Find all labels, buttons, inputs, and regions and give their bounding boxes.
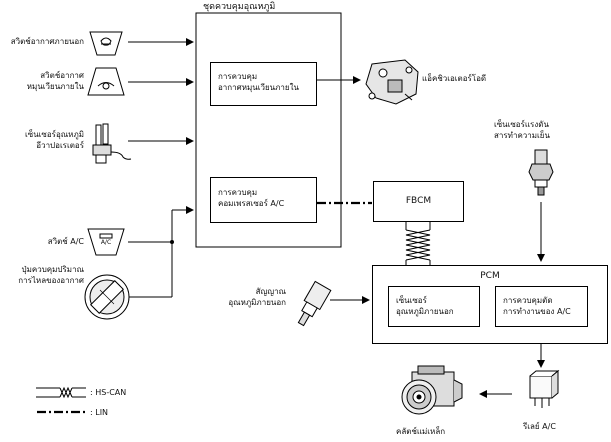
recirc-control-box: การควบคุม อากาศหมุนเวียนภายใน <box>210 62 317 106</box>
ambient-switch-label: สวิตช์อากาศภายนอก <box>10 37 84 46</box>
recirc-control-line1: การควบคุม <box>218 72 258 81</box>
pressure-sensor-label-line2: สารทำความเย็น <box>494 131 550 140</box>
actuator-label: แอ็คชิวเอเตอร์โอดี <box>422 74 487 83</box>
junction-dot <box>170 240 174 244</box>
fbcm-label: FBCM <box>405 196 432 206</box>
pressure-sensor-label-line1: เซ็นเซอร์แรงดัน <box>494 120 549 129</box>
actuator-icon <box>365 59 419 105</box>
fbcm-box: FBCM <box>373 181 464 222</box>
compressor-clutch-icon <box>401 365 463 415</box>
ac-cutoff-control-box: การควบคุมตัด การทำงานของ A/C <box>495 286 588 327</box>
airflow-knob-icon <box>84 274 130 320</box>
clutch-label: คลัตช์แม่เหล็ก <box>396 427 446 436</box>
recirc-control-line2: อากาศหมุนเวียนภายใน <box>218 83 299 92</box>
relay-icon <box>529 369 560 408</box>
ac-switch-face-text: A/C <box>100 239 112 246</box>
evap-sensor-label-line1: เซ็นเซอร์อุณหภูมิ <box>25 130 84 139</box>
ambient-sensor-icon <box>297 280 332 327</box>
legend-lin-label: : LIN <box>90 408 109 417</box>
ambient-signal-label-line2: อุณหภูมิภายนอก <box>228 298 286 307</box>
compressor-control-box: การควบคุม คอมเพรสเซอร์ A/C <box>210 177 317 223</box>
control-unit-title: ชุดควบคุมอุณหภูมิ <box>203 2 276 12</box>
recirc-switch-label-line1: สวิตช์อากาศ <box>40 71 84 80</box>
pcm-title: PCM <box>480 271 500 281</box>
recirc-switch-label-line2: หมุนเวียนภายใน <box>26 82 84 91</box>
legend-hs-can-label: : HS-CAN <box>90 388 127 397</box>
compressor-control-line1: การควบคุม <box>218 188 258 197</box>
ac-cutoff-control-line1: การควบคุมตัด <box>503 296 553 305</box>
pcm-box: PCM เซ็นเซอร์ อุณหภูมิภายนอก การควบคุมตั… <box>372 265 608 344</box>
compressor-control-line2: คอมเพรสเซอร์ A/C <box>218 199 285 208</box>
recirc-switch-icon <box>87 67 125 96</box>
relay-label: รีเลย์ A/C <box>523 422 556 431</box>
ambient-temp-sensor-box: เซ็นเซอร์ อุณหภูมิภายนอก <box>388 286 480 327</box>
control-unit-box <box>195 12 342 248</box>
ac-switch-label: สวิตช์ A/C <box>47 237 84 246</box>
ac-switch-icon <box>87 228 125 256</box>
evap-sensor-label-line2: อีวาปอเรเตอร์ <box>36 141 84 150</box>
ambient-temp-sensor-line1: เซ็นเซอร์ <box>396 296 427 305</box>
airflow-knob-label-line2: การไหลของอากาศ <box>18 276 84 285</box>
ambient-signal-label-line1: สัญญาณ <box>255 287 286 296</box>
ambient-temp-sensor-line2: อุณหภูมิภายนอก <box>396 307 454 316</box>
ac-cutoff-control-line2: การทำงานของ A/C <box>503 307 571 316</box>
hs-can-link <box>405 222 431 265</box>
evaporator-sensor-icon <box>92 123 132 164</box>
airflow-knob-label-line1: ปุ่มควบคุมปริมาณ <box>21 265 84 274</box>
ambient-switch-icon <box>89 31 123 56</box>
pressure-sensor-icon <box>528 149 554 196</box>
legend-hs-can-symbol <box>36 386 86 399</box>
